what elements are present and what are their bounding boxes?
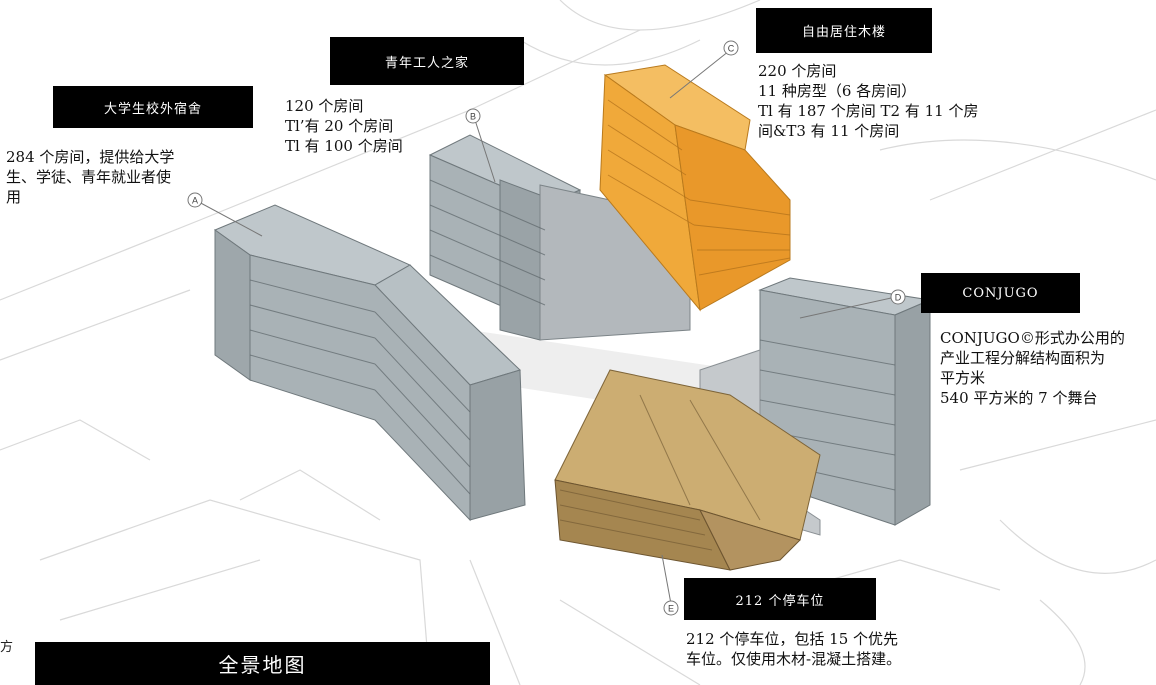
- building-c-description: 220 个房间 11 种房型（6 各房间） Tl 有 187 个房间 T2 有 …: [758, 62, 979, 140]
- marker-d: D: [799, 289, 906, 319]
- marker-b: B: [465, 108, 496, 183]
- building-a-title: 大学生校外宿舍: [53, 86, 253, 128]
- panorama-map-title: 全景地图: [35, 642, 490, 685]
- building-c-title: 自由居住木楼: [756, 8, 932, 53]
- marker-a-label: A: [192, 196, 198, 206]
- marker-e-label: E: [668, 604, 674, 614]
- building-b-description: 120 个房间 Tl’有 20 个房间 Tl 有 100 个房间: [285, 97, 403, 155]
- marker-c: C: [669, 40, 739, 99]
- building-c: [599, 64, 791, 312]
- marker-e: E: [661, 554, 679, 616]
- building-e-title: 212 个停车位: [684, 578, 876, 620]
- marker-a: A: [187, 192, 263, 237]
- marker-b-label: B: [470, 112, 476, 122]
- building-e-description: 212 个停车位，包括 15 个优先 车位。仅使用木材-混凝土搭建。: [686, 630, 902, 668]
- building-b-title: 青年工人之家: [330, 37, 524, 85]
- building-a-description: 284 个房间，提供给大学 生、学徒、青年就业者使 用: [6, 148, 175, 206]
- building-a: [213, 204, 526, 522]
- marker-c-label: C: [728, 44, 735, 54]
- marker-d-label: D: [895, 293, 902, 303]
- building-d-description: CONJUGO©形式办公用的 产业工程分解结构面积为 平方米 540 平方米的 …: [940, 329, 1125, 407]
- building-d-title: CONJUGO: [921, 273, 1080, 313]
- building-e: [554, 369, 821, 571]
- building-b: [428, 134, 691, 341]
- edge-text-fragment: 方: [0, 640, 14, 655]
